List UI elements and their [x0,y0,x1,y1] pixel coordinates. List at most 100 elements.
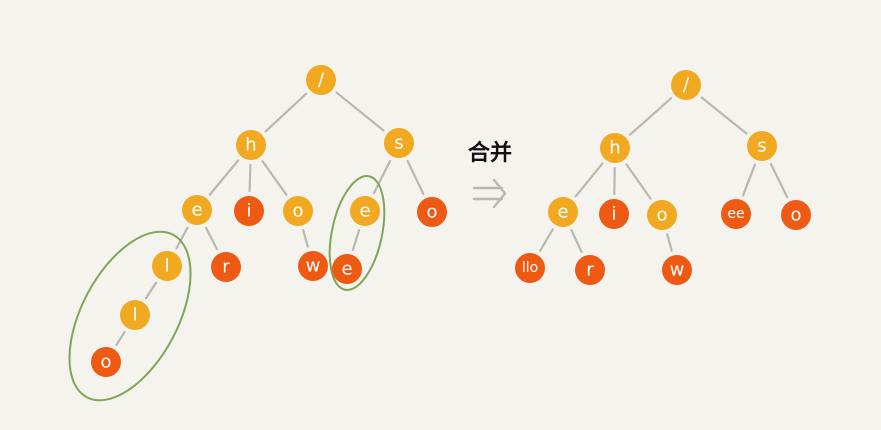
tree-node-L_i: i [234,196,264,226]
edge-L_root-L_s [335,91,385,132]
edge-R_e-R_r [570,229,583,253]
edge-L_l1-L_l2 [144,281,158,300]
tree-node-L_e2: e [350,196,380,226]
tree-node-R_i: i [599,199,629,229]
node-label: ee [727,206,744,222]
tree-node-R_llo: llo [515,253,545,283]
node-label: r [586,260,594,281]
node-circle [575,255,605,285]
tree-node-L_root: / [306,65,336,95]
highlight-ellipse-llo [68,230,192,402]
node-label: e [191,200,202,221]
edge-L_e2-L_e3 [351,229,361,251]
node-label: o [790,205,801,226]
node-label: w [306,256,321,277]
node-circle [548,197,578,227]
node-label: i [246,201,251,222]
edge-R_root-R_s [700,96,748,135]
tree-node-R_e: e [548,197,578,227]
node-label: llo [522,260,538,276]
node-circle [91,347,121,377]
edge-R_h-R_e [574,162,604,198]
tree-node-R_o2: o [781,200,811,230]
node-circle [671,70,701,100]
node-circle [211,252,241,282]
tree-node-L_l1: l [152,251,182,281]
edge-R_root-R_h [628,97,673,136]
node-circle [417,197,447,227]
node-label: s [394,133,403,154]
node-label: o [100,352,111,373]
tree-node-L_r: r [211,252,241,282]
node-circle [234,196,264,226]
tree-node-L_o1: o [283,196,313,226]
node-label: l [164,256,169,277]
edge-L_e1-L_r [204,226,219,251]
node-label: l [132,305,137,326]
node-label: s [757,136,766,157]
node-label: o [656,205,667,226]
node-circle [120,300,150,330]
node-label: h [245,135,256,156]
node-label: / [683,75,690,96]
node-circle [662,255,692,285]
node-circle [350,196,380,226]
node-circle [182,195,212,225]
tree-node-R_h: h [600,133,630,163]
node-circle [152,251,182,281]
node-label: r [222,257,230,278]
highlight-ellipse-ee [328,175,386,291]
node-circle [306,65,336,95]
edge-R_s-R_o2 [769,162,789,199]
node-label: e [359,201,370,222]
edge-L_root-L_h [264,92,308,133]
node-label: h [609,138,620,159]
node-circle [747,131,777,161]
tree-node-L_o3: o [91,347,121,377]
tree-node-L_o2: o [417,197,447,227]
tree-node-L_l2: l [120,300,150,330]
node-circle [781,200,811,230]
edge-L_h-L_e1 [208,159,240,196]
tree-node-R_s: s [747,131,777,161]
tree-node-R_r: r [575,255,605,285]
tree-node-L_w: w [298,251,328,281]
node-circle [600,133,630,163]
edge-L_o1-L_w [302,229,309,248]
edge-L_h-L_i [248,163,252,193]
node-circle [236,130,266,160]
node-circle [384,128,414,158]
edge-R_o1-R_w [666,233,673,252]
node-circle [283,196,313,226]
node-circle [599,199,629,229]
tree-node-R_w: w [662,255,692,285]
tree-node-L_e1: e [182,195,212,225]
tree-node-R_ee: ee [721,199,751,229]
tree-node-R_root: / [671,70,701,100]
node-circle [515,253,545,283]
edge-L_l2-L_o3 [115,330,126,347]
node-circle [647,200,677,230]
edge-L_s-L_o2 [406,159,425,196]
node-circle [721,199,751,229]
node-label: i [611,204,616,225]
node-circle [332,254,362,284]
double-arrow-icon [472,178,507,209]
tree-node-L_e3: e [332,254,362,284]
edge-R_e-R_llo [539,228,554,252]
node-label: o [292,201,303,222]
node-label: o [426,202,437,223]
edge-L_h-L_o1 [261,160,288,196]
edge-R_h-R_o1 [625,163,652,200]
edge-R_s-R_ee [742,163,756,197]
tree-node-L_s: s [384,128,414,158]
node-label: / [318,70,325,91]
tree-node-L_h: h [236,130,266,160]
node-circle [298,251,328,281]
node-label: w [670,260,685,281]
node-label: e [557,202,568,223]
edge-L_s-L_e2 [372,159,392,195]
node-label: e [341,259,352,280]
